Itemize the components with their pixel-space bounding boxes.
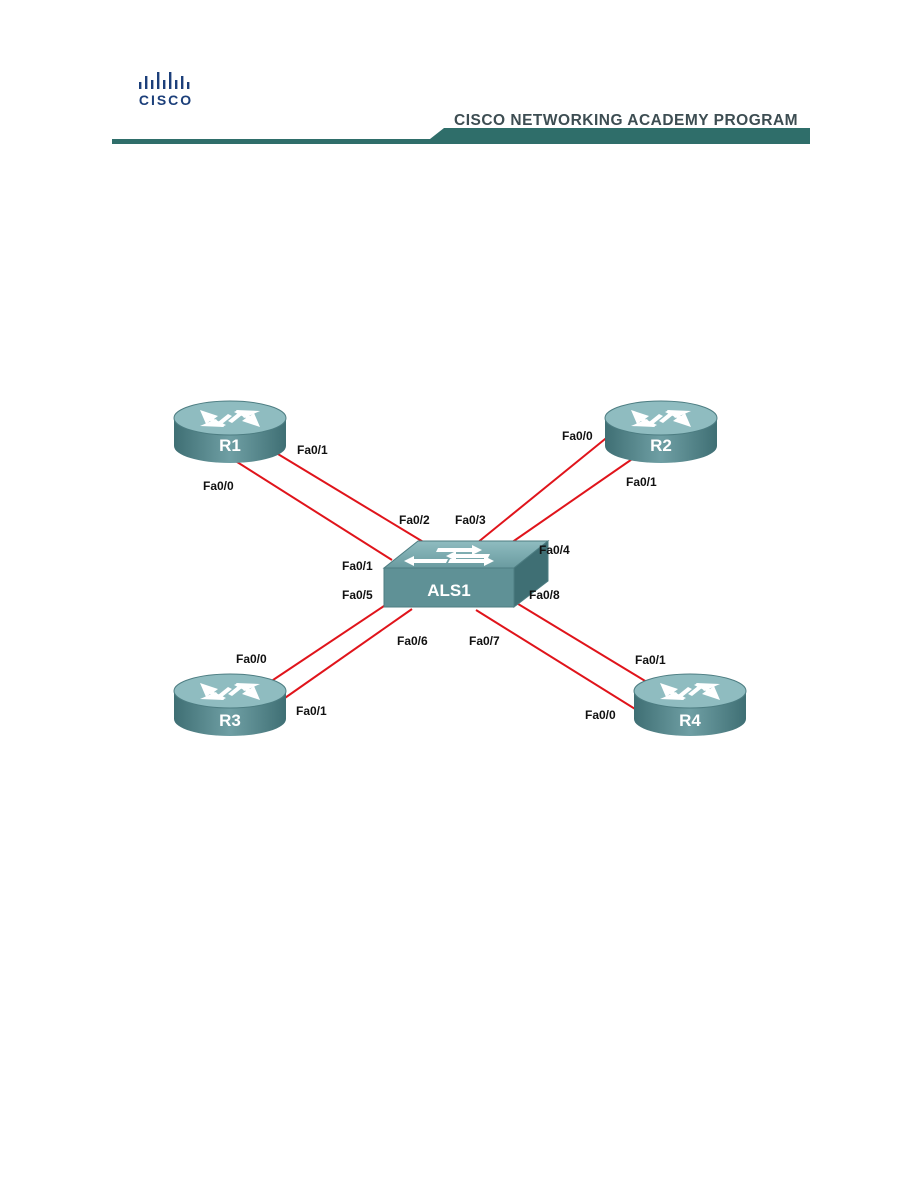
cisco-logo: CISCO	[136, 70, 196, 108]
link-r4-fa01-als1-fa08	[504, 595, 661, 691]
link-r1-fa00-als1-fa01	[214, 447, 393, 561]
port-label-r4-fa00: Fa0/0	[585, 708, 616, 722]
link-r4-fa00-als1-fa07	[475, 609, 641, 713]
router-r2: R2	[604, 400, 718, 463]
header-bar	[112, 128, 810, 144]
switch-als1: ALS1	[382, 539, 550, 609]
port-label-als1-fa02: Fa0/2	[399, 513, 430, 527]
port-label-r2-fa01: Fa0/1	[626, 475, 657, 489]
link-r2-fa00-als1-fa03	[476, 434, 611, 544]
port-label-r1-fa00: Fa0/0	[203, 479, 234, 493]
links	[214, 434, 661, 713]
switch-arrows-icon	[404, 545, 494, 566]
router-r4-label: R4	[679, 711, 701, 730]
link-r2-fa01-als1-fa04	[507, 454, 639, 546]
port-label-r2-fa00: Fa0/0	[562, 429, 593, 443]
port-label-als1-fa03: Fa0/3	[455, 513, 486, 527]
router-r2-label: R2	[650, 436, 672, 455]
router-r3-label: R3	[219, 711, 241, 730]
network-topology-diagram: R1 R2 R3 R4	[173, 400, 747, 736]
program-title: CISCO NETWORKING ACADEMY PROGRAM	[454, 112, 799, 129]
router-arrows-icon	[200, 410, 260, 427]
port-label-als1-fa05: Fa0/5	[342, 588, 373, 602]
port-label-als1-fa08: Fa0/8	[529, 588, 560, 602]
port-label-als1-fa07: Fa0/7	[469, 634, 500, 648]
cisco-logo-text: CISCO	[138, 92, 194, 108]
link-r3-fa01-als1-fa06	[281, 608, 413, 701]
router-r1-label: R1	[219, 436, 241, 455]
port-label-als1-fa06: Fa0/6	[397, 634, 428, 648]
router-r3: R3	[173, 673, 287, 736]
port-label-r3-fa00: Fa0/0	[236, 652, 267, 666]
port-label-r1-fa01: Fa0/1	[297, 443, 328, 457]
port-label-r4-fa01: Fa0/1	[635, 653, 666, 667]
router-arrows-icon	[200, 683, 260, 700]
port-label-als1-fa04: Fa0/4	[539, 543, 570, 557]
link-r1-fa01-als1-fa02	[267, 447, 426, 544]
port-label-r3-fa01: Fa0/1	[296, 704, 327, 718]
router-arrows-icon	[660, 683, 720, 700]
port-label-als1-fa01: Fa0/1	[342, 559, 373, 573]
switch-als1-label: ALS1	[427, 581, 470, 600]
router-r1: R1	[173, 400, 287, 463]
router-r4: R4	[633, 673, 747, 736]
port-labels: Fa0/1 Fa0/0 Fa0/0 Fa0/1 Fa0/2 Fa0/3 Fa0/…	[203, 429, 666, 722]
cisco-logo-bars-icon	[139, 72, 190, 89]
link-r3-fa00-als1-fa05	[257, 599, 394, 691]
router-arrows-icon	[631, 410, 691, 427]
